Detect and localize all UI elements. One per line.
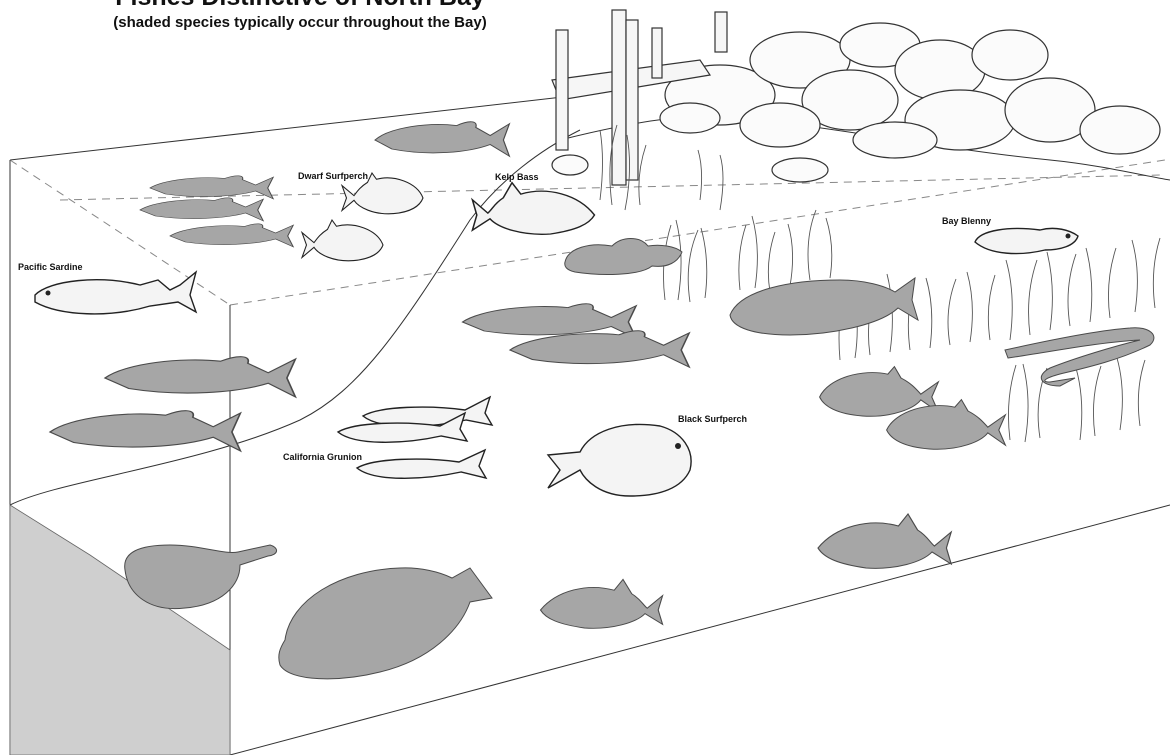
label-dwarf-surfperch: Dwarf Surfperch xyxy=(298,171,368,181)
label-black-surfperch: Black Surfperch xyxy=(678,414,747,424)
diagram-title: Fishes Distinctive of North Bay xyxy=(0,0,600,12)
shaded-species xyxy=(50,122,1154,679)
bay-blenny-icon xyxy=(975,228,1078,253)
kelp-bass-icon xyxy=(472,183,594,235)
label-kelp-bass: Kelp Bass xyxy=(495,172,539,182)
diagram-subtitle: (shaded species typically occur througho… xyxy=(0,14,600,31)
label-california-grunion: California Grunion xyxy=(283,452,362,462)
pacific-sardine-icon xyxy=(35,272,196,314)
sediment-layer xyxy=(10,505,230,755)
dwarf-surfperch-icon xyxy=(302,173,423,261)
rocky-shore xyxy=(552,23,1170,182)
black-surfperch-icon xyxy=(548,424,691,496)
label-bay-blenny: Bay Blenny xyxy=(942,216,991,226)
california-grunion-icon xyxy=(338,397,492,478)
label-pacific-sardine: Pacific Sardine xyxy=(18,262,83,272)
